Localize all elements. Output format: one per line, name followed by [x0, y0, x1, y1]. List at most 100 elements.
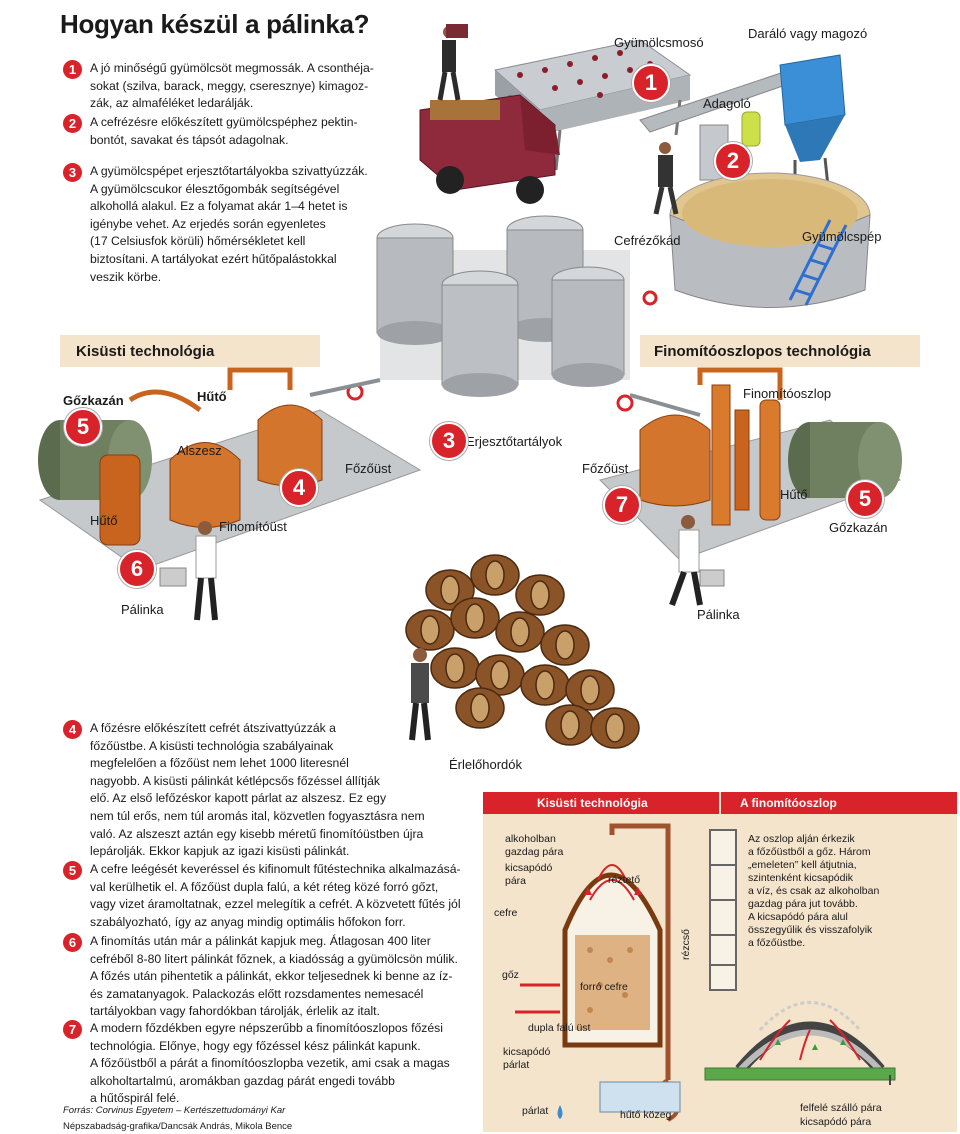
- label-erlelohordok: Érlelőhordók: [449, 757, 522, 772]
- label-palinka-left: Pálinka: [121, 602, 164, 617]
- step-1-badge: 1: [63, 60, 82, 79]
- diagram-right-header: [721, 792, 957, 814]
- text-line: A főzés után pihentetik a pálinkát, ekko…: [90, 969, 453, 984]
- finomito-title: Finomítóoszlopos technológia: [654, 343, 871, 360]
- step-1-text: A jó minőségű gyümölcsöt megmossák. A cs…: [90, 60, 374, 113]
- text-line: „emeleten” kell átjutnia,: [748, 859, 857, 871]
- step-4-badge: 4: [63, 720, 82, 739]
- text-line: A kicsapódó pára alul: [748, 911, 848, 923]
- diag-goz: gőz: [502, 969, 519, 981]
- text-line: nem túl erős, nem túl aromás ital, közve…: [90, 808, 425, 823]
- step-6-badge: 6: [63, 933, 82, 952]
- worker-at-doser: [653, 142, 679, 215]
- label-finomitoust: Finomítóüst: [219, 519, 287, 534]
- label-gyumolcsmoso: Gyümölcsmosó: [614, 35, 704, 50]
- step-6-text: A finomítás után már a pálinkát kapjuk m…: [90, 933, 458, 1021]
- diag-parlat: párlat: [522, 1105, 549, 1117]
- right-stills: [639, 367, 783, 526]
- text-line: szintenként kicsapódik: [748, 872, 854, 884]
- fermentation-tanks: [346, 215, 658, 412]
- left-stills: [99, 367, 323, 546]
- label-alszesz: Alszesz: [177, 443, 222, 458]
- text-line: a főzőüstből a gőz. Három: [748, 846, 871, 858]
- diag-cefre: cefre: [494, 907, 518, 919]
- label-cefrezokad: Cefrézőkád: [614, 233, 681, 248]
- step-2-text: A cefrézésre előkészített gyümölcspéphez…: [90, 114, 358, 149]
- diag-alkoholban-gazdag-para: alkoholban gazdag pára: [505, 833, 564, 858]
- text-line: tartályokban vagy fahordókban tárolják, …: [90, 1004, 380, 1019]
- text-line: A finomítás után már a pálinkát kapjuk m…: [90, 934, 431, 948]
- text-line: bontót, savakat és tápsót adagolnak.: [90, 132, 289, 147]
- worker-carrying-crate: [437, 24, 468, 101]
- text-line: vagy vizet áramoltatnak, ezzel melegítik…: [90, 897, 461, 912]
- diag-huto-kozeg: hűtő közeg: [620, 1109, 672, 1121]
- badge-6: 6: [118, 550, 156, 588]
- pipes: [309, 378, 701, 417]
- badge-5-left: 5: [64, 408, 102, 446]
- column-schematic: [704, 829, 896, 1085]
- diag-dupla-falu-ust: dupla falú üst: [528, 1022, 591, 1034]
- label-fozoust-left: Főzőüst: [345, 461, 392, 476]
- text-line: zák, az almaféléket ledarálják.: [90, 96, 254, 111]
- text-line: Az oszlop alján érkezik: [748, 833, 855, 845]
- mash-tub: [669, 172, 871, 308]
- step-3-badge: 3: [63, 163, 82, 182]
- label-palinka-right: Pálinka: [697, 607, 740, 622]
- text-line: technológia. Előnye, hogy egy főzéssel k…: [90, 1038, 421, 1053]
- diag-forro-cefre: forró cefre: [580, 981, 628, 993]
- label-huto-top: Hűtő: [197, 389, 227, 404]
- diag-column-text: Az oszlop alján érkezik a főzőüstből a g…: [748, 833, 953, 950]
- label-huto-left: Hűtő: [90, 513, 118, 528]
- truck: [419, 94, 560, 204]
- text-line: alkohollá alakul. Ez a folyamat akár 1–4…: [90, 199, 348, 214]
- diagram-left-header: [483, 792, 719, 814]
- ladder: [788, 219, 848, 306]
- label-gozkazan-right: Gőzkazán: [829, 520, 888, 535]
- step-7-badge: 7: [63, 1020, 82, 1039]
- text-line: elő. Az első lefőzéskor kapott párlat az…: [90, 791, 387, 806]
- step-5-text: A cefre leégését keveréssel és kifinomul…: [90, 861, 461, 931]
- badge-3: 3: [430, 422, 468, 460]
- step-3-text: A gyümölcspépet erjesztőtartályokba sziv…: [90, 163, 368, 286]
- barrels: [405, 554, 640, 749]
- diagram-left-title: Kisüsti technológia: [537, 796, 648, 810]
- text-line: cefréből 8-80 litert pálinkát főznek, a …: [90, 951, 458, 966]
- kisusti-band: [60, 335, 320, 367]
- text-line: A jó minőségű gyümölcsöt megmossák. A cs…: [90, 61, 374, 75]
- label-gyumolcspep: Gyümölcspép: [802, 229, 882, 244]
- left-worker: [159, 521, 218, 621]
- text-line: A modern főzdékben egyre népszerűbb a fi…: [90, 1021, 443, 1035]
- credit-line: Népszabadság-grafika/Dancsák András, Mik…: [63, 1121, 293, 1132]
- text-line: A főzőüstből a párát a finomítóoszlopba …: [90, 1056, 450, 1071]
- text-line: gazdag pára jut tovább.: [748, 898, 858, 910]
- diag-rezcso: rézcső: [680, 929, 692, 960]
- badge-4: 4: [280, 469, 318, 507]
- finomito-band: [640, 335, 920, 367]
- step-2-badge: 2: [63, 114, 82, 133]
- diag-kicsapodo-para: kicsapódó pára: [505, 862, 553, 887]
- text-line: és zamatanyagok. Palackozás előtt rozsda…: [90, 986, 424, 1001]
- badge-1: 1: [632, 64, 670, 102]
- right-worker: [669, 515, 725, 607]
- text-line: A gyümölcspépet erjesztőtartályokba sziv…: [90, 164, 368, 178]
- label-huto-right: Hűtő: [780, 487, 808, 502]
- source-line: Forrás: Corvinus Egyetem – Kertészettudo…: [63, 1105, 286, 1116]
- text-line: lepárolják. Ekkor kapjuk az igazi kisüst…: [90, 844, 350, 859]
- diag-reztető: réztető: [608, 874, 641, 886]
- text-line: a víz, és csak az alkoholban: [748, 885, 880, 897]
- text-line: sokat (szilva, barack, meggy, cseresznye…: [90, 78, 369, 93]
- diagram-right-title: A finomítóoszlop: [740, 796, 837, 810]
- badge-7: 7: [603, 486, 641, 524]
- text-line: A gyümölcscukor élesztőgombák segítségév…: [90, 181, 340, 196]
- diag-kicsapodo-parlat: kicsapódó párlat: [503, 1046, 551, 1071]
- step-4-text: A főzésre előkészített cefrét átszivatty…: [90, 720, 425, 861]
- barrel-worker: [409, 648, 431, 741]
- text-line: a főzőüstbe.: [748, 937, 806, 949]
- label-finomitooszlop: Finomítóoszlop: [743, 386, 832, 401]
- text-line: nagyobb. A kisüsti pálinkát kétlépcsős f…: [90, 773, 380, 788]
- text-line: szabályozható, így az anyag mindig optim…: [90, 914, 406, 929]
- label-daralo: Daráló vagy magozó: [748, 26, 868, 41]
- text-line: összegyűlik és visszafolyik: [748, 924, 873, 936]
- text-line: való. Az alszeszt aztán egy kisebb méret…: [90, 826, 424, 841]
